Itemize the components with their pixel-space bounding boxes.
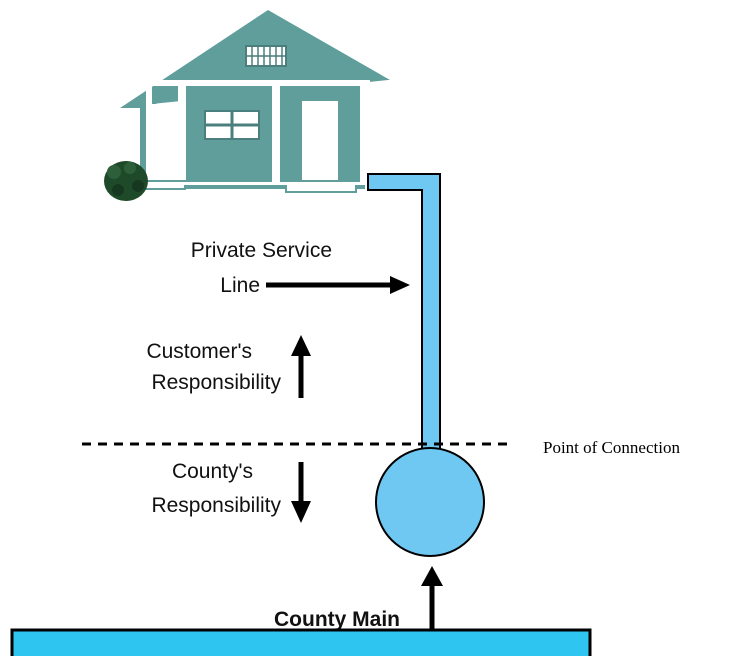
point-of-connection-label: Point of Connection bbox=[543, 438, 680, 457]
window-icon bbox=[204, 110, 260, 140]
customer-responsibility-label-1: Customer's bbox=[146, 340, 252, 363]
private-service-pipe bbox=[367, 173, 441, 456]
arrow-down-icon bbox=[291, 462, 311, 523]
bush-icon bbox=[104, 161, 148, 201]
county-main-label: County Main bbox=[274, 608, 400, 631]
porch-post-center bbox=[272, 86, 280, 182]
arrow-up-icon bbox=[291, 335, 311, 398]
connection-meter-circle bbox=[375, 447, 485, 557]
porch-post-right bbox=[360, 86, 367, 182]
foundation-base bbox=[185, 182, 365, 189]
county-main-pipe bbox=[10, 628, 592, 656]
county-responsibility-label-1: County's bbox=[172, 460, 253, 483]
county-responsibility-label-2: Responsibility bbox=[151, 494, 281, 517]
house-door bbox=[302, 101, 338, 180]
customer-responsibility-label-2: Responsibility bbox=[151, 371, 281, 394]
private-service-line-label-2: Line bbox=[220, 274, 260, 297]
arrow-right-icon bbox=[266, 276, 410, 294]
porch-post-mid bbox=[178, 86, 186, 182]
private-service-line-label-1: Private Service bbox=[191, 239, 332, 262]
porch-beam bbox=[140, 80, 370, 86]
porch-opening bbox=[152, 104, 178, 180]
house-illustration bbox=[104, 10, 390, 201]
porch-post-left bbox=[146, 86, 152, 182]
attic-vent-icon bbox=[245, 45, 287, 67]
house-sill bbox=[182, 182, 372, 185]
main-arrow-up-icon bbox=[421, 566, 443, 630]
